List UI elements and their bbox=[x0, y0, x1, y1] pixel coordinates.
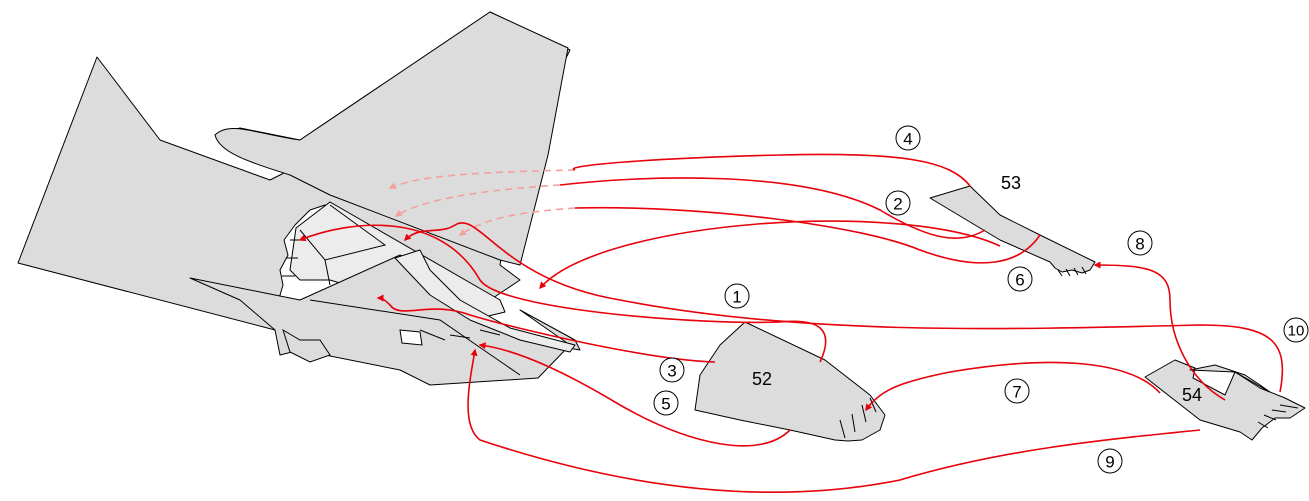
path-to-tail-lower bbox=[539, 220, 1001, 290]
step-7-marker: 7 bbox=[1004, 378, 1030, 404]
svg-text:7: 7 bbox=[1012, 383, 1021, 402]
path-4 bbox=[572, 153, 971, 187]
part-52: 52 bbox=[694, 321, 886, 442]
part-52-label: 52 bbox=[752, 369, 772, 389]
path-8 bbox=[1093, 261, 1226, 401]
svg-text:8: 8 bbox=[1135, 235, 1144, 254]
svg-text:9: 9 bbox=[1105, 453, 1114, 472]
vertical-stabilizer bbox=[214, 11, 569, 266]
path-1 bbox=[298, 224, 827, 363]
svg-text:6: 6 bbox=[1015, 271, 1024, 290]
step-9-marker: 9 bbox=[1097, 448, 1123, 474]
faded-path-b bbox=[394, 184, 561, 217]
svg-text:1: 1 bbox=[732, 288, 741, 307]
svg-text:2: 2 bbox=[893, 195, 902, 214]
fuselage-tail bbox=[17, 11, 571, 331]
path-6 bbox=[574, 206, 1041, 264]
flow-paths bbox=[298, 153, 1284, 493]
svg-text:5: 5 bbox=[661, 395, 670, 414]
path-9 bbox=[467, 348, 1201, 493]
path-10 bbox=[404, 222, 1284, 393]
path-2 bbox=[559, 177, 986, 239]
svg-text:4: 4 bbox=[903, 130, 912, 149]
part-53: 53 bbox=[929, 173, 1096, 277]
part-54-label: 54 bbox=[1182, 385, 1202, 405]
step-10-marker: 10 bbox=[1283, 317, 1309, 343]
path-5 bbox=[478, 342, 791, 447]
step-1-marker: 1 bbox=[724, 283, 750, 309]
path-7 bbox=[865, 361, 1161, 412]
path-3 bbox=[376, 294, 716, 363]
step-8-marker: 8 bbox=[1127, 230, 1153, 256]
horizontal-stabilizer bbox=[189, 249, 581, 386]
faded-path-c bbox=[458, 207, 576, 236]
svg-text:10: 10 bbox=[1288, 323, 1305, 340]
faded-path-a bbox=[388, 169, 576, 189]
step-3-marker: 3 bbox=[659, 357, 685, 383]
step-4-marker: 4 bbox=[895, 125, 921, 151]
part-53-label: 53 bbox=[1001, 173, 1021, 193]
svg-text:3: 3 bbox=[667, 362, 676, 381]
step-2-marker: 2 bbox=[885, 190, 911, 216]
step-6-marker: 6 bbox=[1007, 266, 1033, 292]
step-markers: 1 2 3 4 5 6 7 8 bbox=[653, 125, 1309, 474]
step-5-marker: 5 bbox=[653, 390, 679, 416]
